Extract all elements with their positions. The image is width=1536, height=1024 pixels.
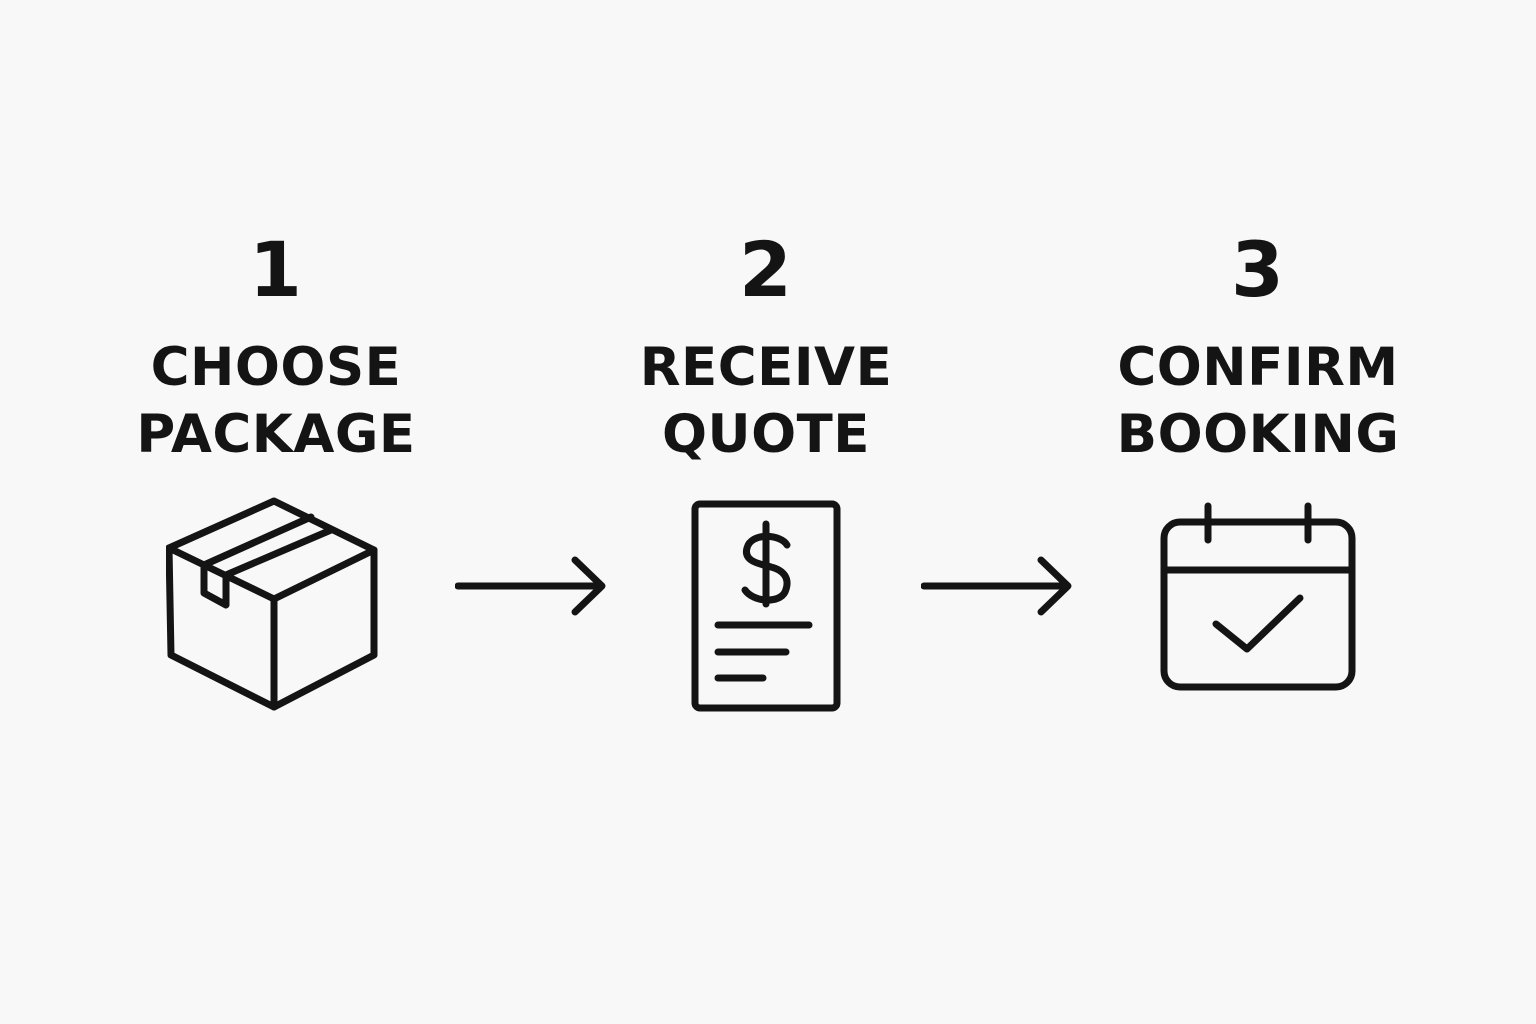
step-title: CHOOSE PACKAGE — [106, 334, 446, 468]
step-title-line: BOOKING — [1116, 404, 1400, 465]
step-title: CONFIRM BOOKING — [1088, 334, 1428, 468]
step-number: 1 — [249, 225, 303, 314]
step-title: RECEIVE QUOTE — [596, 334, 936, 468]
package-box-icon — [166, 495, 386, 720]
step-number: 3 — [1231, 225, 1285, 314]
calendar-check-icon — [1158, 500, 1358, 696]
quote-document-icon — [691, 500, 841, 712]
step-number: 2 — [739, 225, 793, 314]
arrow-right-icon — [455, 555, 607, 617]
step-title-line: PACKAGE — [136, 404, 416, 465]
step-title-line: CONFIRM — [1117, 337, 1399, 398]
step-title-line: QUOTE — [661, 404, 870, 465]
arrow-right-icon — [921, 555, 1073, 617]
step-title-line: CHOOSE — [150, 337, 402, 398]
step-title-line: RECEIVE — [639, 337, 893, 398]
